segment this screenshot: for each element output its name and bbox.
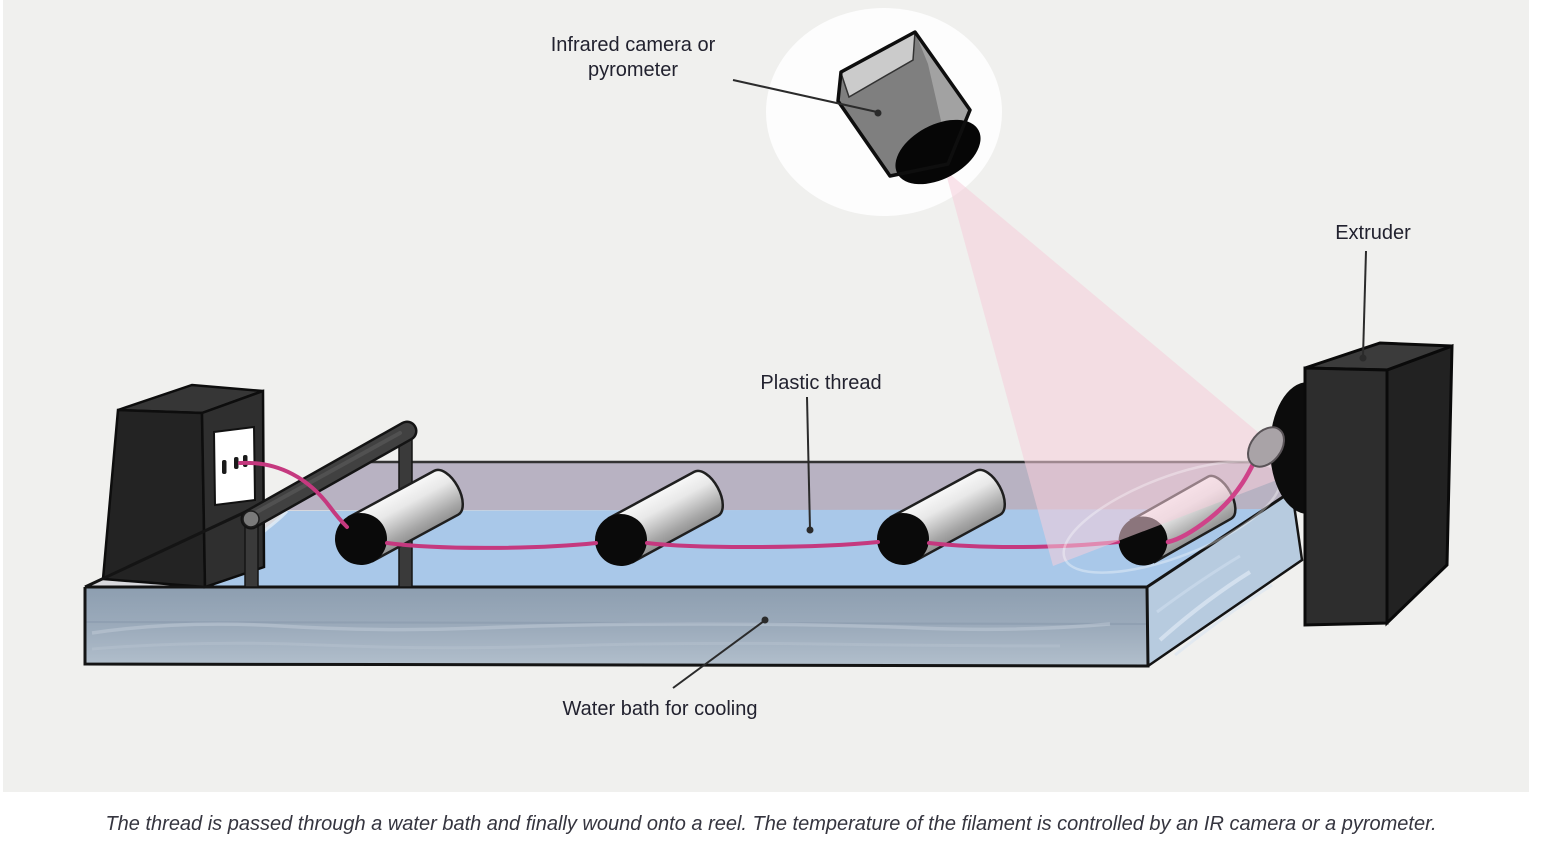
- thread-segment-2: [385, 541, 598, 550]
- water-bath-label: Water bath for cooling: [562, 698, 758, 720]
- rail-end-cap: [242, 510, 260, 528]
- end-face-wave-3: [1156, 554, 1241, 614]
- ir-beam: [945, 170, 1303, 566]
- extruder-leader-dot: [1359, 354, 1367, 362]
- extruder-front-face: [1303, 366, 1389, 627]
- leader-lines: [672, 79, 1367, 689]
- outlet-slot-1: [222, 460, 227, 474]
- front-wall-wave-1: [91, 622, 1111, 635]
- thread-segment-3: [645, 540, 880, 550]
- front-wall-wave-2: [91, 641, 1061, 651]
- water-bath-leader-dot: [761, 616, 769, 624]
- end-face-wave-1: [1158, 570, 1252, 642]
- plastic-thread-leader-line: [806, 396, 811, 530]
- roller-2: [595, 469, 724, 566]
- winder-box: [101, 383, 266, 589]
- camera-label: Infrared camera or pyrometer: [551, 33, 716, 83]
- camera-housing-outline: [836, 30, 972, 178]
- camera-leader-dot: [874, 109, 882, 117]
- roller-end-cap: [877, 513, 929, 565]
- tank-end-bottom: [1147, 490, 1304, 668]
- tank-end-face: [1147, 492, 1302, 666]
- figure-caption: The thread is passed through a water bat…: [105, 813, 1437, 835]
- roller-end-cap: [595, 514, 647, 566]
- extruder-body: [1247, 341, 1454, 627]
- extruder-label: Extruder: [1335, 222, 1411, 244]
- guide-rail: [240, 420, 418, 588]
- plastic-thread-leader-dot: [806, 526, 814, 534]
- rail-bar-highlight: [253, 431, 402, 515]
- end-face-wave-2: [1174, 583, 1273, 657]
- tank-front-wall: [85, 587, 1148, 666]
- plastic-thread-label: Plastic thread: [760, 372, 882, 394]
- extruder-leader-line: [1362, 250, 1367, 358]
- extruder-nozzle: [1247, 426, 1285, 468]
- winder-left-face: [101, 408, 207, 589]
- water-bath-leader-line: [672, 620, 765, 689]
- extruder-right-face: [1385, 343, 1454, 627]
- tank-front-bottom: [83, 586, 1150, 668]
- ir-camera: [836, 30, 981, 185]
- camera-label-line2: pyrometer: [587, 59, 679, 81]
- process-diagram-svg: [83, 8, 1454, 689]
- thread-segment-1: [238, 460, 349, 529]
- tank-right-rim: [1146, 489, 1293, 589]
- roller-3: [877, 468, 1006, 565]
- camera-label-line1: Infrared camera or: [550, 34, 716, 56]
- outlet-slot-2: [234, 457, 239, 469]
- camera-leader-line: [732, 79, 878, 113]
